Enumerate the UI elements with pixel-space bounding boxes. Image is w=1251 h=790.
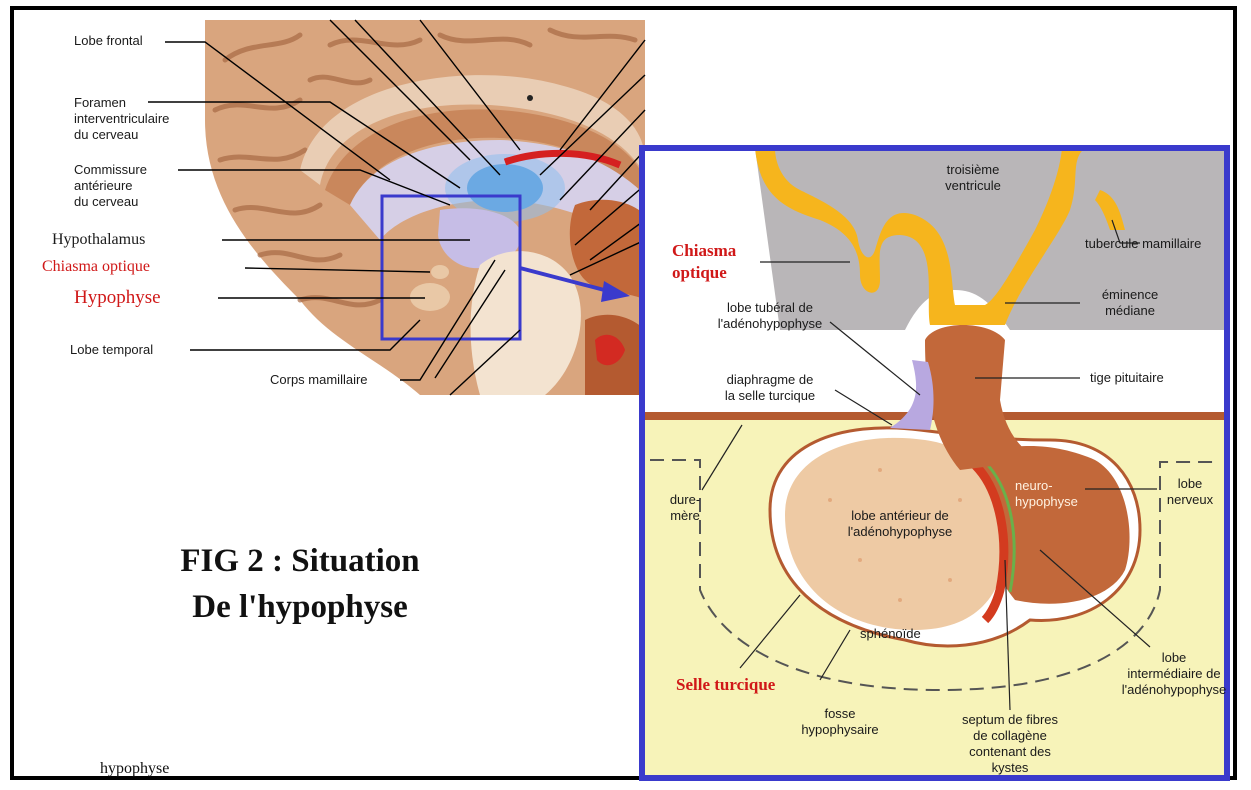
figure-title: FIG 2 : Situation De l'hypophyse [110, 538, 490, 630]
label-troisieme-ventricule: troisième ventricule [918, 162, 1028, 194]
label-dure-mere: dure- mère [655, 492, 715, 524]
label-chiasma-optique: Chiasma optique [42, 257, 150, 277]
label-selle-turcique: Selle turcique [676, 674, 775, 696]
label-hypothalamus: Hypothalamus [52, 230, 145, 250]
label-lobe-nerveux: lobe nerveux [1160, 476, 1220, 508]
label-commissure: Commissure antérieure du cerveau [74, 162, 147, 210]
label-detail-chiasma: Chiasma optique [672, 240, 736, 284]
label-fosse-hypophysaire: fosse hypophysaire [785, 706, 895, 738]
label-lobe-intermediaire: lobe intermédiaire de l'adénohypophyse [1115, 650, 1233, 698]
label-tubercule-mamillaire: tubercule mamillaire [1085, 236, 1201, 252]
label-lobe-anterieur: lobe antérieur de l'adénohypophyse [815, 508, 985, 540]
label-diaphragme: diaphragme de la selle turcique [695, 372, 845, 404]
label-neurohypophyse: neuro- hypophyse [1015, 478, 1078, 510]
brain-sagittal-illustration [148, 20, 645, 395]
label-lobe-tuberal: lobe tubéral de l'adénohypophyse [690, 300, 850, 332]
label-septum: septum de fibres de collagène contenant … [945, 712, 1075, 776]
label-corps-mamillaire: Corps mamillaire [270, 372, 368, 388]
label-foramen: Foramen interventriculaire du cerveau [74, 95, 169, 143]
label-eminence-mediane: éminence médiane [1090, 287, 1170, 319]
label-sphenoide: sphénoïde [860, 626, 921, 642]
figure-caption: hypophyse [100, 760, 169, 778]
label-lobe-temporal: Lobe temporal [70, 342, 153, 358]
label-lobe-frontal: Lobe frontal [74, 33, 143, 49]
label-tige-pituitaire: tige pituitaire [1090, 370, 1164, 386]
label-hypophyse: Hypophyse [74, 287, 161, 309]
